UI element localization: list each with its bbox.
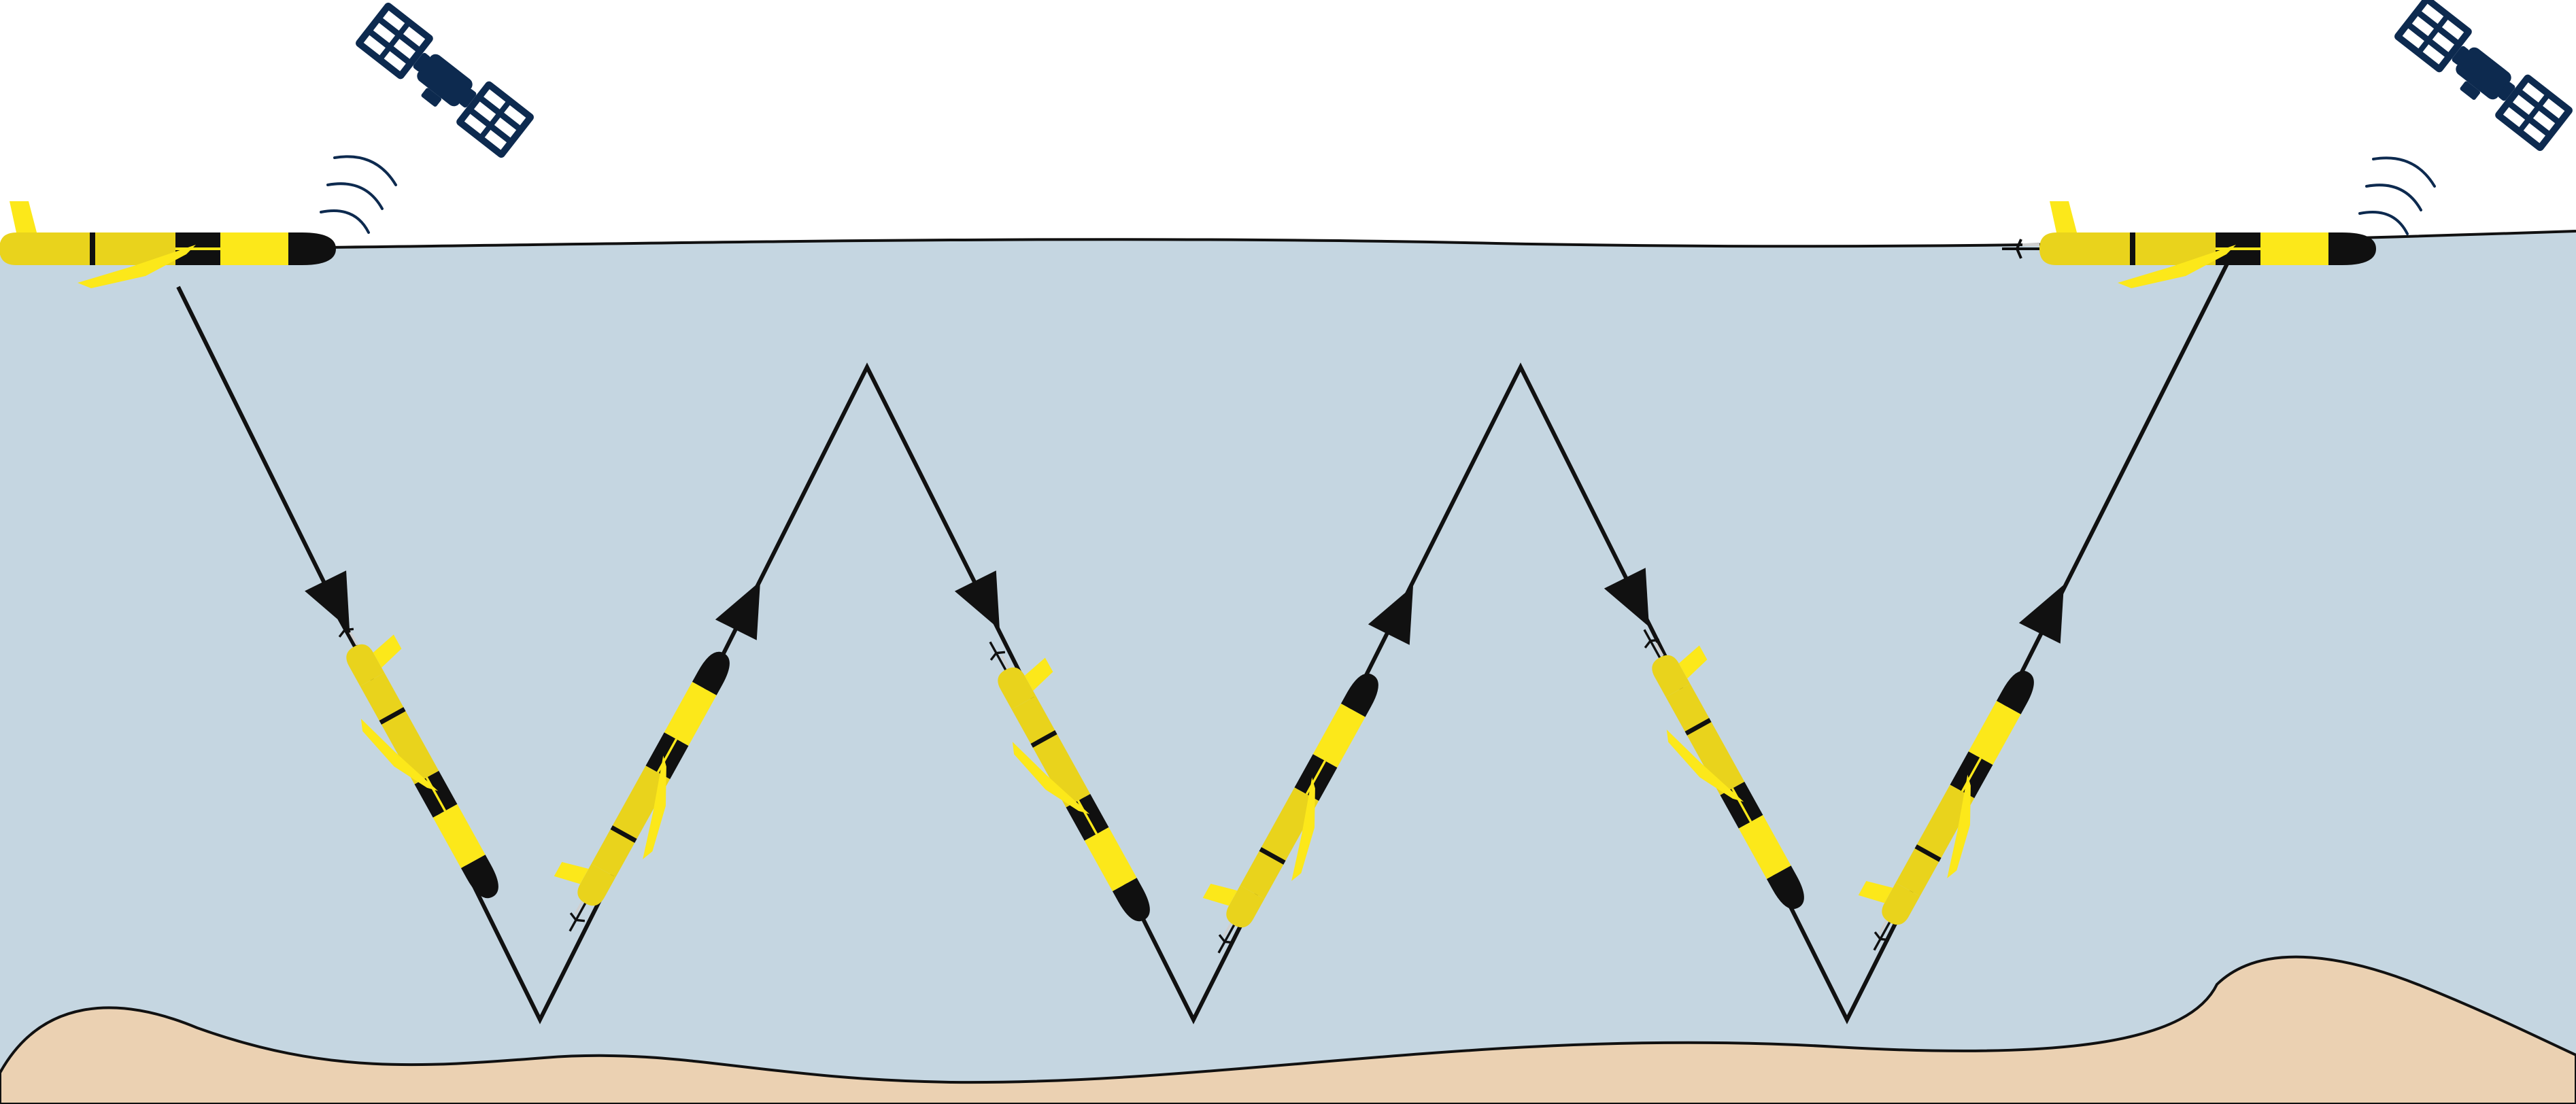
direction-arrow-icon	[1368, 586, 1413, 645]
satellite-icon	[354, 1, 536, 160]
signal-waves-icon	[320, 155, 397, 234]
direction-arrows	[305, 568, 2064, 645]
seafloor	[0, 955, 2576, 1104]
direction-arrow-icon	[715, 581, 760, 640]
direction-arrow-icon	[954, 570, 1000, 629]
water-body	[0, 231, 2576, 1104]
direction-arrow-icon	[1604, 568, 1649, 627]
direction-arrow-icon	[305, 570, 350, 629]
direction-arrow-icon	[2018, 585, 2064, 644]
signal-waves-icon	[2358, 156, 2436, 235]
glider-track	[176, 262, 2229, 1024]
satellite-icon	[2392, 0, 2575, 153]
